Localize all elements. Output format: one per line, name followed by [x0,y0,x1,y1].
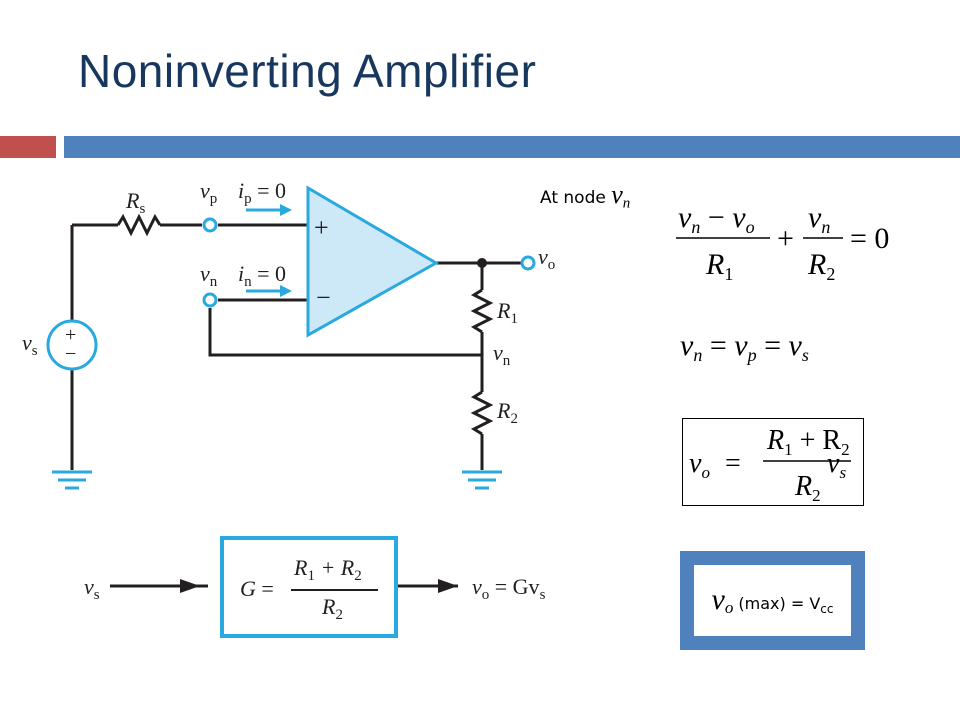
at-node-sub: n [622,195,631,212]
label-vp: vp [200,178,217,207]
resistor-r1 [470,288,494,334]
label-in: in = 0 [238,261,286,290]
label-r2: R2 [496,398,518,427]
junction-node-output [477,258,487,268]
block-output-label: vo = Gvs [472,574,546,603]
block-input-label: vs [84,574,100,603]
kcl-term2-denominator: R2 [807,248,835,284]
equal-voltages-equation: vn = vp = vs [680,329,809,365]
label-vo: vo [538,244,555,273]
gain-box [220,536,398,638]
vo-max-callout: vo (max) = Vcc [680,551,865,650]
vo-max-inner: vo (max) = Vcc [694,565,851,636]
vo-result-box: vo = R1 + R2 R2 vs [682,418,864,506]
label-vn: vn [200,261,218,290]
vo-result-tail: vs [827,448,846,482]
terminal-vn [202,292,218,308]
vo-result-denominator: R2 [794,471,821,505]
title-accent-red [0,136,56,158]
block-denominator: R2 [321,594,343,623]
resistor-rs [116,213,162,237]
block-gain-label: G = [240,576,274,601]
source-minus-sign: − [65,343,76,365]
label-vs: vs [22,330,38,359]
resistor-r2 [470,390,494,436]
kcl-plus: + [777,222,794,255]
kcl-equals-zero: = 0 [850,222,889,255]
arrow-ip-head [280,204,292,216]
opamp-minus-sign: − [316,283,331,312]
slide-title: Noninverting Amplifier [78,45,537,97]
arrow-in-head [280,285,292,297]
at-node-text: At node [540,188,612,208]
block-input-arrow-head [180,579,200,593]
kcl-term1-denominator: R1 [705,248,733,284]
kcl-equation: vn − vo R1 + vn R2 = 0 [676,201,889,284]
vo-max-text: vo (max) = Vcc [711,582,834,618]
vo-result-lhs: vo [689,448,710,482]
vo-result-equals: = [725,448,741,479]
label-r1: R1 [496,298,518,327]
gain-block-diagram: vs G = R1 + R2 R2 vo = Gvs [84,536,546,638]
at-node-var: v [611,180,623,209]
terminal-vp [202,217,218,233]
wire-feedback [208,308,482,357]
block-output-arrow-head [438,579,458,593]
title-accent-blue [64,136,960,158]
label-node-vn: vn [493,340,511,369]
at-node-caption: At node vn [540,180,630,212]
terminal-vo [520,255,536,271]
voltage-source [46,319,98,371]
vo-result-numerator: R1 + R2 [766,425,850,459]
kcl-term2-numerator: vn [808,201,830,237]
source-plus-sign: + [65,324,76,346]
kcl-term1-numerator: vn − vo [678,201,755,237]
label-rs: Rs [125,188,145,217]
label-ip: ip = 0 [238,178,286,207]
block-numerator: R1 + R2 [293,555,362,584]
opamp-triangle [306,185,440,338]
opamp-plus-sign: + [314,213,329,242]
